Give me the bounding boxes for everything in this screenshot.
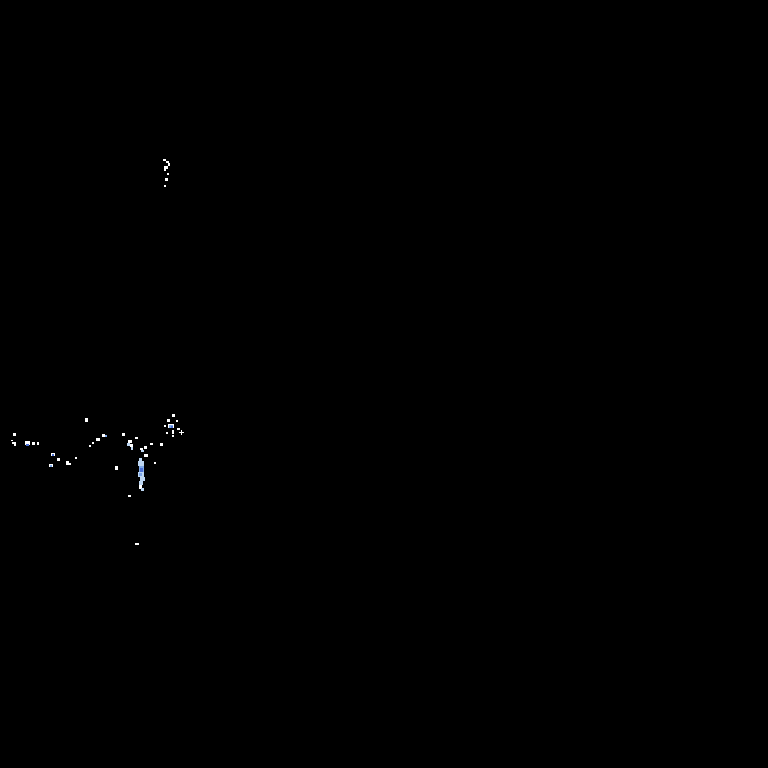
bright-speck (141, 450, 144, 452)
bright-speck (32, 442, 35, 445)
bright-speck (135, 543, 139, 545)
bright-speck (127, 443, 130, 446)
bright-speck (96, 438, 100, 441)
bright-speck (69, 463, 71, 465)
bright-speck (128, 440, 132, 443)
bright-speck (139, 458, 142, 461)
bright-speck (177, 428, 180, 430)
bright-speck (141, 488, 144, 491)
bright-speck (12, 442, 16, 444)
bright-speck (115, 466, 118, 470)
bright-speck (140, 477, 145, 481)
bright-speck (140, 448, 143, 450)
bright-speck (181, 430, 182, 435)
bright-speck (168, 163, 170, 166)
bright-speck (11, 440, 13, 441)
bright-speck (176, 420, 178, 422)
bright-speck (135, 437, 138, 439)
bright-speck (160, 443, 163, 446)
bright-speck (171, 426, 173, 428)
bright-speck (14, 444, 16, 446)
bright-speck (37, 442, 39, 445)
bright-speck (57, 458, 60, 461)
bright-speck (102, 434, 105, 437)
bright-speck (139, 473, 142, 476)
bright-speck (164, 166, 168, 169)
bright-speck (167, 173, 169, 175)
bright-speck (130, 444, 133, 447)
bright-speck (75, 457, 77, 459)
bright-speck (122, 433, 125, 436)
bright-speck (25, 441, 30, 445)
bright-speck (144, 454, 148, 457)
bright-speck (167, 419, 170, 422)
bright-speck (140, 468, 143, 472)
bright-speck (166, 161, 169, 163)
bright-speck (92, 442, 94, 444)
bright-speck (172, 430, 174, 434)
bright-speck (150, 443, 153, 445)
bright-speck (105, 435, 107, 437)
bright-speck (144, 446, 147, 449)
bright-speck (165, 178, 168, 181)
bright-speck (164, 185, 166, 187)
bright-speck (131, 447, 133, 450)
bright-speck (164, 169, 166, 171)
bright-speck (138, 461, 144, 466)
bright-speck (166, 432, 168, 434)
bright-speck (13, 433, 16, 436)
bright-speck (89, 445, 91, 447)
bright-speck (164, 425, 166, 427)
bright-speck (154, 462, 156, 464)
bright-speck (128, 495, 131, 497)
bright-speck (163, 159, 166, 161)
bright-speck (85, 418, 88, 422)
bright-speck (52, 454, 54, 456)
bright-speck (139, 481, 143, 485)
bright-speck (139, 485, 142, 489)
bright-speck (172, 414, 175, 417)
bright-speck (50, 465, 52, 467)
bright-speck (172, 435, 174, 437)
bright-speck (26, 444, 29, 446)
bright-speck (66, 461, 69, 465)
